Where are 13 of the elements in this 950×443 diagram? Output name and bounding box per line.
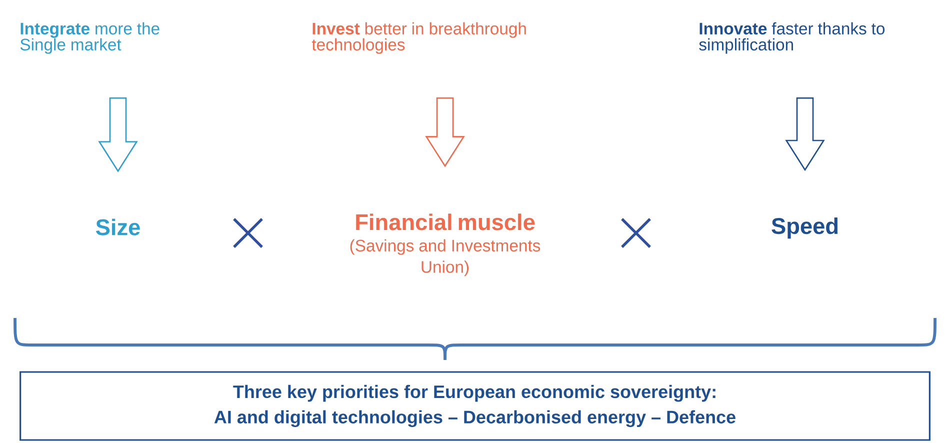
slogan-text: Integrate more the Single market bbox=[20, 22, 160, 54]
factor-label: Financial muscle bbox=[356, 214, 535, 230]
subtitle-text: (Savings and Investments Union) bbox=[350, 239, 540, 276]
slogan-text: Innovate faster thanks to simplification bbox=[699, 22, 885, 54]
box-text: Three key priorities for European economic sovereignty: bbox=[233, 384, 716, 402]
block-arrow bbox=[785, 97, 825, 172]
box-text: AI and digital technologies – Decarbonised energy – Defence bbox=[214, 410, 736, 428]
factor-label: Size bbox=[96, 218, 140, 236]
priorities-box bbox=[20, 371, 930, 441]
slogan-text: Invest better in breakthrough technologies bbox=[312, 22, 526, 54]
factor-label: Speed bbox=[772, 217, 838, 239]
block-arrow bbox=[425, 97, 465, 168]
block-arrow bbox=[98, 97, 138, 172]
